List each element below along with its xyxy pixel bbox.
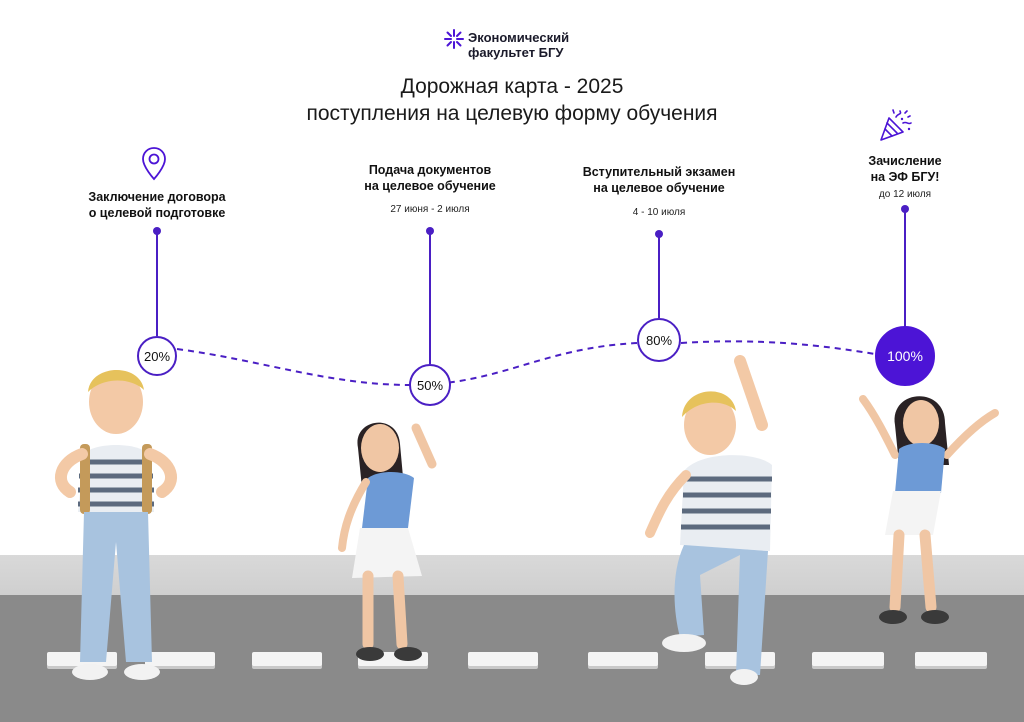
map-pin-icon <box>142 147 166 181</box>
floor-tile <box>468 652 538 666</box>
step-2-title: Подача документов на целевое обучение <box>364 163 496 193</box>
step-2-date: 27 июня - 2 июля <box>390 204 470 215</box>
logo: Экономический факультет БГУ <box>443 27 613 63</box>
boy-with-backpack-illustration <box>55 369 177 680</box>
floor-tile <box>145 652 215 666</box>
floor-tile <box>588 652 658 666</box>
girl-cheering-illustration <box>859 395 999 624</box>
step-3-date: 4 - 10 июля <box>632 207 686 218</box>
party-popper-icon <box>880 109 912 141</box>
step-4-progress-badge: 100% <box>875 326 935 386</box>
step-4-title: Зачисление на ЭФ БГУ! <box>868 154 942 184</box>
logo-line2: факультет БГУ <box>468 45 564 60</box>
step-3-title: Вступительный экзамен на целевое обучени… <box>582 165 736 195</box>
starburst-icon <box>444 29 464 49</box>
step-3-progress-badge: 80% <box>637 318 681 362</box>
step-1-title: Заключение договора о целевой подготовке <box>88 190 226 220</box>
floor-tile <box>812 652 884 666</box>
step-2-progress-badge: 50% <box>409 364 451 406</box>
logo-line1: Экономический <box>468 30 570 45</box>
wall-base <box>0 555 1024 595</box>
floor-tile <box>915 652 987 666</box>
step-1-progress-badge: 20% <box>137 336 177 376</box>
title-line2: поступления на целевую форму обучения <box>306 102 718 125</box>
girl-pointing-illustration <box>338 422 437 661</box>
title-line1: Дорожная карта - 2025 <box>400 75 624 98</box>
page-title: Дорожная карта - 2025 поступления на цел… <box>0 73 1024 127</box>
floor-tile <box>252 652 322 666</box>
boy-jumping-illustration <box>645 355 772 685</box>
step-4-date: до 12 июля <box>878 189 932 200</box>
